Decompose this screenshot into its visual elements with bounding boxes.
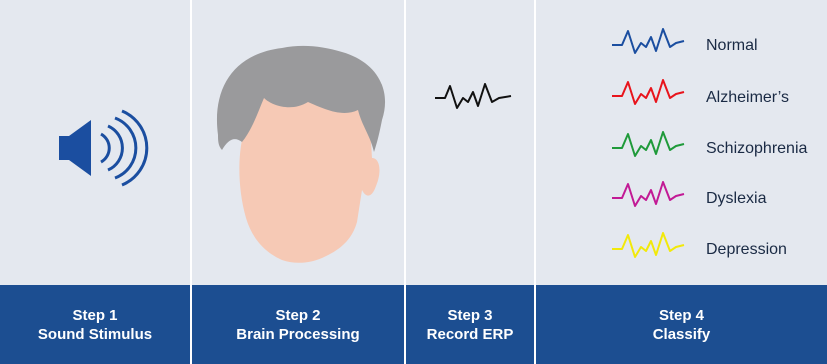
panel-sound-stimulus [0, 0, 190, 285]
divider [534, 0, 536, 364]
step-label: Record ERP [426, 325, 514, 343]
class-label-alzheimers: Alzheimer’s [706, 89, 789, 106]
class-wave-normal-icon [612, 28, 685, 54]
class-wave-schizophrenia-icon [612, 131, 685, 157]
erp-waveform-icon [435, 83, 512, 109]
head-icon [216, 45, 386, 263]
class-wave-depression-icon [612, 232, 685, 258]
step-footer-bar [0, 285, 827, 364]
speaker-icon [59, 109, 149, 187]
step-4-caption: Step 4 Classify [536, 285, 827, 364]
step-label: Classify [652, 325, 711, 343]
class-wave-alzheimers-icon [612, 79, 685, 105]
class-label-normal: Normal [706, 37, 758, 54]
class-label-depression: Depression [706, 241, 787, 258]
divider [404, 0, 406, 364]
divider [190, 0, 192, 364]
step-label: Sound Stimulus [37, 325, 153, 343]
step-number: Step 1 [72, 306, 118, 324]
step-3-caption: Step 3 Record ERP [406, 285, 534, 364]
class-wave-dyslexia-icon [612, 181, 685, 207]
diagram-panels: Normal Alzheimer’s Schizophrenia Dyslexi… [0, 0, 827, 285]
class-label-schizophrenia: Schizophrenia [706, 140, 808, 157]
panel-record-erp [406, 0, 534, 285]
panel-brain-processing [192, 0, 404, 285]
step-number: Step 3 [447, 306, 493, 324]
step-number: Step 4 [658, 306, 704, 324]
step-label: Brain Processing [236, 325, 360, 343]
step-2-caption: Step 2 Brain Processing [192, 285, 404, 364]
panel-classify [536, 0, 827, 285]
step-1-caption: Step 1 Sound Stimulus [0, 285, 190, 364]
step-number: Step 2 [275, 306, 321, 324]
class-label-dyslexia: Dyslexia [706, 190, 767, 207]
